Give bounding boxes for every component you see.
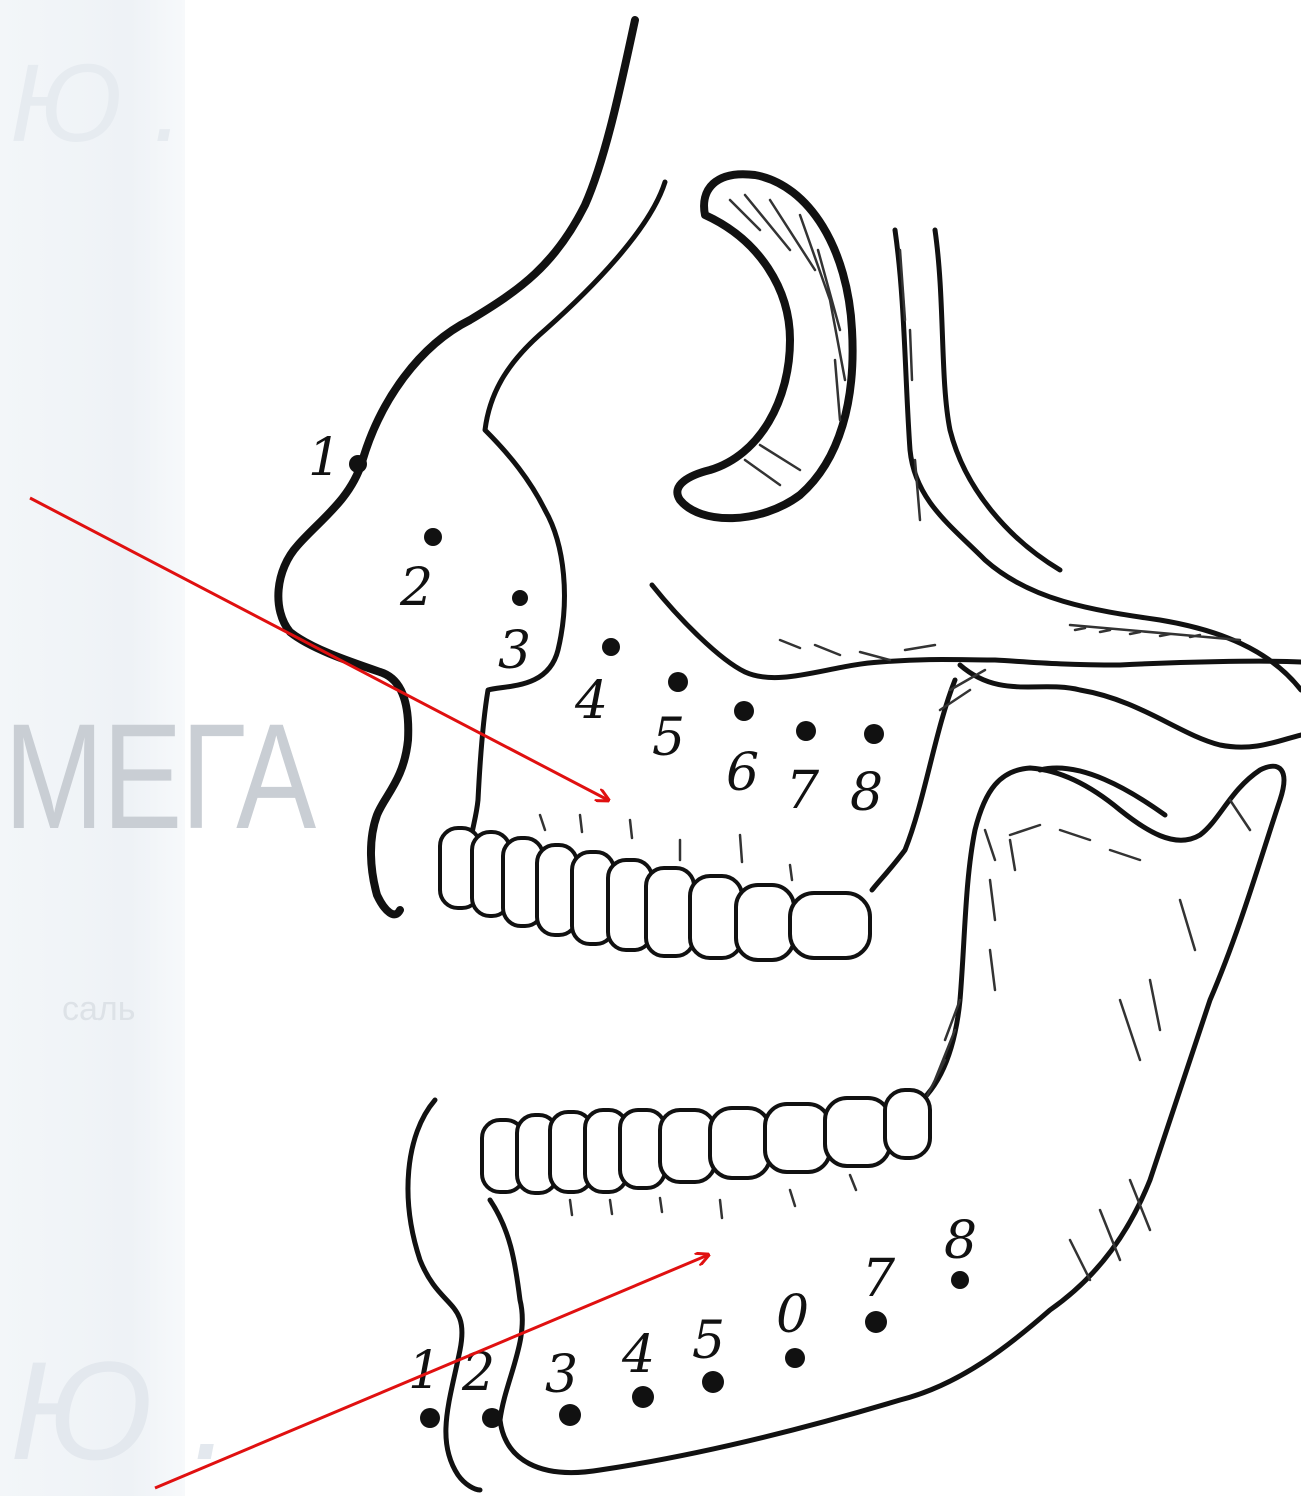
lower-point-4	[632, 1386, 654, 1408]
upper-point-2	[424, 528, 442, 546]
upper-label-8: 8	[850, 763, 883, 823]
lower-point-5	[702, 1371, 724, 1393]
upper-point-5	[668, 672, 688, 692]
lower-point-6	[785, 1348, 805, 1368]
lower-point-2	[482, 1408, 502, 1428]
upper-point-6	[734, 701, 754, 721]
lower-label-7: 7	[862, 1249, 896, 1309]
upper-label-2: 2	[399, 558, 433, 618]
upper-label-7: 7	[786, 761, 820, 821]
lower-point-7	[865, 1311, 887, 1333]
lower-label-5: 5	[692, 1311, 725, 1371]
upper-point-8	[864, 724, 884, 744]
upper-points: 1 2 3 4 5 6 7 8	[308, 428, 884, 823]
lower-label-8: 8	[944, 1211, 977, 1271]
lower-point-3	[559, 1404, 581, 1426]
lower-label-3: 3	[545, 1345, 578, 1405]
upper-label-4: 4	[574, 671, 608, 731]
upper-point-3	[512, 590, 528, 606]
upper-label-1: 1	[308, 428, 341, 488]
upper-point-1	[349, 455, 367, 473]
upper-label-6: 6	[726, 743, 759, 803]
upper-teeth	[440, 815, 870, 960]
upper-label-3: 3	[498, 621, 531, 681]
lower-point-8	[951, 1271, 969, 1289]
upper-point-7	[796, 721, 816, 741]
upper-point-4	[602, 638, 620, 656]
lower-label-6: 0	[776, 1285, 809, 1345]
lower-label-4: 4	[621, 1325, 655, 1385]
upper-label-5: 5	[652, 708, 685, 768]
orbit-outline	[677, 174, 852, 518]
lower-teeth	[482, 1090, 930, 1218]
lower-point-1	[420, 1408, 440, 1428]
lower-points: 1 2 3 4 5 0 7 8	[408, 1211, 977, 1428]
